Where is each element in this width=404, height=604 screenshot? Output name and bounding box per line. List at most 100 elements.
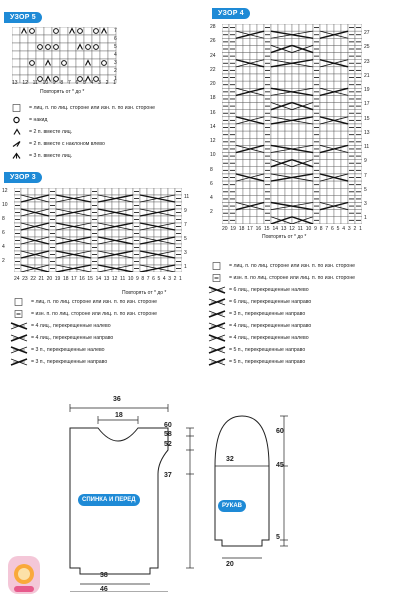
row-label: 11 (364, 144, 370, 151)
grid-cell (167, 229, 176, 238)
col-label: 10 (42, 80, 49, 86)
chart-pattern-3 (14, 188, 182, 272)
cable-cross-under (97, 222, 134, 231)
yarn-over-mark (53, 76, 59, 82)
grid-cell (242, 159, 251, 168)
grid-cell (153, 215, 162, 224)
grid-cell (333, 166, 342, 175)
grid-cell (146, 201, 155, 210)
cable-cross-under (270, 173, 314, 182)
grid-cell (256, 80, 265, 89)
cable-cross-under (97, 194, 134, 203)
grid-cell (91, 58, 101, 68)
grid-cell (83, 50, 93, 60)
yarn-over-mark (53, 28, 59, 34)
row-label: 1 (114, 76, 117, 82)
grid-cell (326, 80, 335, 89)
col-label: 6 (330, 226, 334, 232)
grid-cell (235, 109, 244, 118)
grid-cell (319, 138, 328, 146)
grid-cell (160, 215, 169, 224)
grid-cell (256, 152, 265, 160)
cable-cross-under (55, 250, 92, 259)
grid-cell (284, 38, 293, 46)
grid-cell (291, 38, 300, 46)
grid-cell (249, 152, 258, 160)
legend-text: = 4 лиц., перекрещенные направо (31, 335, 114, 341)
grid-cell (277, 188, 286, 196)
grid-cell (333, 66, 342, 75)
grid-cell (319, 130, 328, 139)
grid-cell (51, 58, 61, 68)
grid-cell (69, 188, 78, 196)
grid-cell (111, 229, 120, 238)
grid-cell (118, 229, 127, 238)
decrease-mark (85, 75, 91, 82)
grid-cell (319, 95, 328, 103)
row-label: 9 (184, 208, 187, 214)
grid-cell (319, 209, 328, 217)
row-label: 8 (210, 166, 213, 173)
cable-cross-under (319, 30, 349, 39)
pattern-4-grid (222, 24, 362, 224)
yarn-over-mark (77, 76, 83, 82)
grid-cell (249, 216, 258, 224)
grid-cell (270, 73, 279, 82)
grid-cell (326, 188, 335, 196)
yarn-over-mark (37, 76, 43, 82)
cross-4-left-icon (208, 334, 226, 342)
grid-cell (76, 243, 85, 252)
grid-cell (59, 27, 69, 36)
legend-item: = 3 п. вместе лиц. (8, 150, 155, 162)
row-label: 11 (184, 194, 190, 200)
col-label: 11 (297, 226, 303, 232)
grid-cell (242, 180, 251, 189)
legend-text: = 3 п., перекрещенные налево (31, 347, 105, 353)
col-label: 19 (230, 226, 236, 232)
grid-cell (298, 130, 307, 139)
cable-cross-under (235, 30, 265, 39)
grid-cell (99, 42, 109, 52)
grid-cell (97, 243, 106, 252)
grid-cell (76, 201, 85, 210)
cable-cross-under (291, 45, 314, 53)
row-label: 28 (210, 24, 216, 30)
grid-cell (340, 138, 349, 146)
vest-top-width: 36 (113, 396, 121, 403)
sleeve-height-60: 60 (276, 428, 284, 435)
grid-cell (41, 215, 50, 224)
cross-4-right-icon (208, 322, 226, 330)
legend-text: = 4 лиц., перекрещенные налево (229, 335, 309, 341)
grid-cell (291, 80, 300, 89)
grid-cell (20, 229, 29, 238)
grid-cell (59, 66, 69, 76)
grid-cell (256, 138, 265, 146)
grid-cell (270, 80, 279, 89)
grid-cell (319, 216, 328, 224)
grid-cell (242, 45, 251, 53)
sleeve-height-5: 5 (276, 534, 280, 541)
row-label: 7 (114, 28, 117, 34)
grid-cell (242, 102, 251, 110)
col-label: 4 (342, 226, 346, 232)
row-label: 1 (364, 215, 367, 222)
grid-cell (97, 201, 106, 210)
grid-cell (27, 42, 37, 52)
row-label: 1 (184, 264, 187, 270)
title-pattern-4: УЗОР 4 (212, 8, 250, 19)
col-label: 16 (255, 226, 262, 232)
grid-cell (67, 50, 77, 60)
grid-cell (291, 123, 300, 132)
grid-cell (83, 34, 93, 44)
grid-cell (256, 216, 265, 224)
grid-cell (235, 24, 244, 32)
chart-pattern-4 (222, 24, 362, 224)
grid-cell (284, 66, 293, 75)
grid-cell (291, 66, 300, 75)
grid-cell (20, 201, 29, 210)
grid-cell (249, 130, 258, 139)
